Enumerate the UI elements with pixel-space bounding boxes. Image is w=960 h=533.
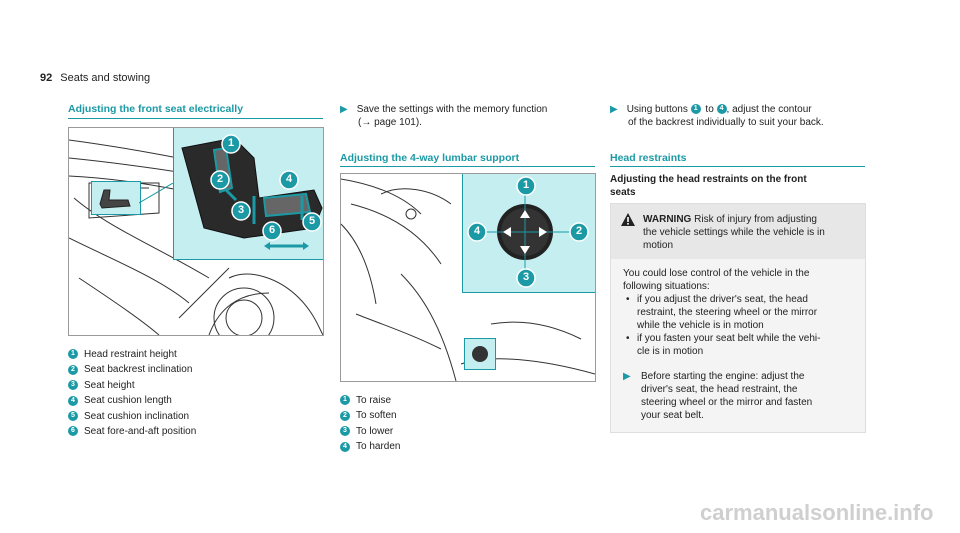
list-item: if you adjust the driver's seat, the hea… bbox=[623, 293, 857, 332]
step-arrow-icon: ▶ bbox=[340, 104, 348, 115]
figure-callout-4: 4 bbox=[467, 222, 487, 247]
lumbar-figure: 1 2 3 4 bbox=[340, 173, 596, 382]
heading-rule bbox=[610, 166, 865, 167]
seat-switch-icon bbox=[99, 189, 131, 209]
heading-rule bbox=[68, 118, 323, 119]
step-arrow-icon: ▶ bbox=[623, 371, 631, 382]
lumbar-switch-highlight bbox=[464, 338, 496, 370]
subheading-front-head-restraints: Adjusting the head restraints on the fro… bbox=[610, 174, 807, 198]
warning-title: WARNING bbox=[643, 214, 692, 225]
seat-switch-detail bbox=[181, 137, 323, 250]
lumbar-switch-icon bbox=[477, 184, 573, 280]
page-reference-link[interactable]: (→ page 101). bbox=[358, 117, 422, 128]
heading-lumbar: Adjusting the 4-way lumbar support bbox=[340, 152, 520, 164]
figure-callout-1: 1 bbox=[221, 134, 241, 159]
list-item: if you fasten your seat belt while the v… bbox=[623, 332, 857, 358]
page-number: 92 bbox=[40, 72, 53, 84]
heading-rule bbox=[340, 166, 595, 167]
switch-highlight bbox=[91, 181, 141, 215]
figure-callout-3: 3 bbox=[231, 201, 251, 226]
section-title: Seats and stowing bbox=[60, 72, 151, 84]
figure-callout-5: 5 bbox=[302, 212, 322, 237]
contour-step: ▶Using buttons 1 to 4, adjust the contou… bbox=[610, 104, 824, 128]
figure-callout-6: 6 bbox=[262, 221, 282, 246]
callout-line bbox=[139, 183, 173, 204]
watermark: carmanualsonline.info bbox=[700, 500, 934, 525]
step-arrow-icon: ▶ bbox=[610, 104, 618, 115]
warning-header: WARNING Risk of injury from adjusting th… bbox=[611, 204, 865, 259]
figure-callout-4: 4 bbox=[279, 170, 299, 195]
warning-body: You could lose control of the vehicle in… bbox=[611, 259, 865, 422]
heading-front-seat: Adjusting the front seat electrically bbox=[68, 103, 244, 115]
warning-triangle-icon bbox=[621, 213, 635, 226]
memory-step: ▶Save the settings with the memory funct… bbox=[340, 104, 548, 128]
seat-switch-panel bbox=[173, 128, 323, 260]
figure-callout-3: 3 bbox=[516, 268, 536, 293]
heading-head-restraints: Head restraints bbox=[610, 152, 687, 164]
warning-box: WARNING Risk of injury from adjusting th… bbox=[610, 203, 866, 433]
figure-callout-2: 2 bbox=[569, 222, 589, 247]
warning-step: ▶ Before starting the engine: adjust the… bbox=[623, 371, 813, 421]
page-header: 92 Seats and stowing bbox=[40, 72, 150, 84]
seat-controls-figure: 1 2 3 4 5 6 bbox=[68, 127, 324, 336]
figure-callout-1: 1 bbox=[516, 176, 536, 201]
figure-callout-2: 2 bbox=[210, 170, 230, 195]
seat-door-illustration bbox=[69, 139, 323, 335]
